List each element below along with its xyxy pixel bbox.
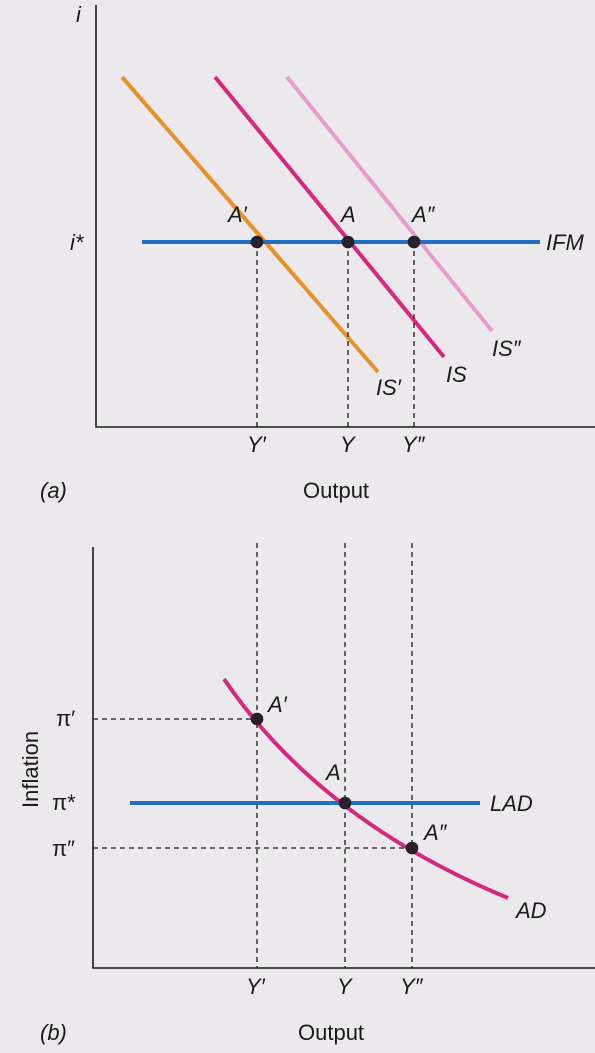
- panel-b: Inflation A′ A A″ LAD AD π′ π* π″ Y′ Y Y…: [18, 543, 595, 1045]
- panel-b-x-axis-label: Output: [298, 1020, 364, 1045]
- panel-a-point-label-a-double-prime: A″: [410, 202, 436, 227]
- panel-b-axes: [92, 547, 595, 969]
- panel-b-point-label-a-double-prime: A″: [422, 820, 448, 845]
- panel-a-axes: [95, 5, 595, 428]
- panel-b-x-tick-y: Y: [337, 974, 353, 999]
- panel-a-x-tick-y: Y: [340, 432, 356, 457]
- point-a: [341, 235, 355, 249]
- panel-a: i i* A′ A A″ IFM IS′ IS IS″ Y′ Y Y″ (a) …: [40, 2, 595, 503]
- panel-b-y-tick-pi-star: π*: [52, 790, 76, 815]
- panel-a-rate-label: i*: [70, 230, 85, 255]
- point-a-double-prime: [407, 235, 421, 249]
- panel-a-point-label-a-prime: A′: [226, 202, 248, 227]
- panel-b-x-tick-y-double-prime: Y″: [400, 974, 424, 999]
- point-a-prime: [250, 235, 264, 249]
- lad-label: LAD: [490, 791, 533, 816]
- panel-b-y-tick-pi-double-prime: π″: [52, 836, 75, 861]
- is-double-prime-label: IS″: [492, 336, 522, 361]
- panel-b-point-a-prime: [250, 712, 264, 726]
- is-prime-label: IS′: [376, 375, 402, 400]
- is-double-prime-curve: [285, 75, 494, 333]
- is-label: IS: [446, 362, 467, 387]
- panel-b-point-label-a: A: [324, 760, 341, 785]
- panel-b-label: (b): [40, 1020, 67, 1045]
- panel-b-point-label-a-prime: A′: [266, 692, 288, 717]
- panel-b-point-a: [338, 796, 352, 810]
- panel-a-x-axis-label: Output: [303, 478, 369, 503]
- is-curve: [213, 75, 446, 359]
- panel-b-point-a-double-prime: [405, 841, 419, 855]
- is-prime-curve: [120, 75, 380, 374]
- ifm-label: IFM: [546, 230, 585, 255]
- panel-a-y-axis-label: i: [76, 2, 82, 27]
- panel-a-label: (a): [40, 478, 67, 503]
- panel-b-y-tick-pi-prime: π′: [56, 706, 75, 731]
- panel-b-y-axis-label: Inflation: [18, 731, 43, 808]
- ad-curve: [222, 677, 509, 900]
- panel-b-x-tick-y-prime: Y′: [246, 974, 266, 999]
- ad-label: AD: [514, 898, 547, 923]
- panel-a-point-label-a: A: [339, 202, 356, 227]
- panel-a-x-tick-y-double-prime: Y″: [402, 432, 426, 457]
- panel-a-x-tick-y-prime: Y′: [247, 432, 267, 457]
